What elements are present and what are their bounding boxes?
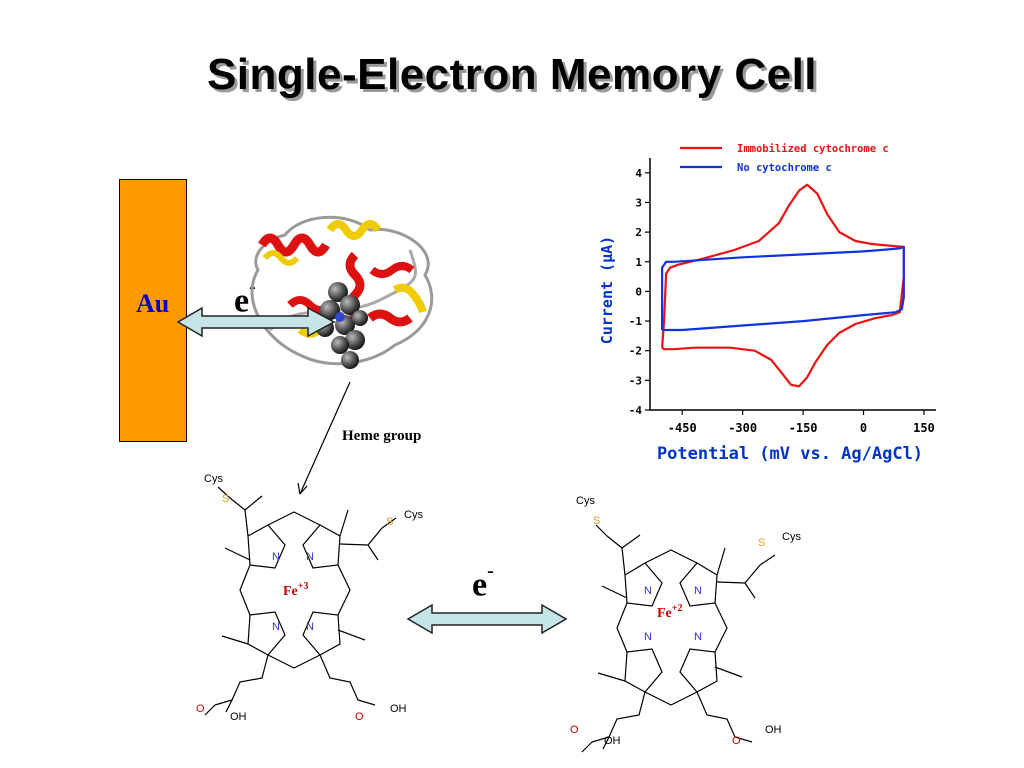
series-line-no-cytochrome — [661, 245, 905, 332]
oxygen-label: O — [355, 711, 364, 723]
cys-label-left-1: Cys — [204, 473, 223, 485]
hydroxyl-label: OH — [230, 711, 247, 723]
heme-group-label: Heme group — [342, 428, 422, 444]
nitrogen-label: N — [644, 585, 652, 597]
sulfur-label: S — [222, 493, 229, 505]
nitrogen-label: N — [272, 551, 280, 563]
electron-symbol: e — [234, 282, 250, 320]
hydroxyl-label: OH — [765, 724, 782, 736]
iron-symbol: Fe — [283, 584, 298, 599]
cys-label-right-1: Cys — [576, 495, 595, 507]
y-axis-label: Current (μA) — [598, 236, 616, 344]
electron-label-bottom: e- — [472, 560, 494, 604]
nitrogen-label: N — [694, 631, 702, 643]
x-tick-label: 150 — [913, 421, 935, 435]
y-tick-label: 3 — [635, 196, 642, 209]
y-tick-label: -3 — [629, 374, 642, 387]
cys-label-right-2: Cys — [782, 531, 801, 543]
electron-charge: - — [487, 560, 494, 582]
electron-transfer-arrow-bottom — [406, 603, 568, 635]
iron-label-fe3: Fe+3 — [283, 581, 308, 599]
y-tick-label: 2 — [635, 226, 642, 239]
iron-label-fe2: Fe+2 — [657, 603, 682, 621]
chart-background — [594, 138, 946, 468]
sulfur-label: S — [758, 537, 765, 549]
legend-label: No cytochrome c — [737, 162, 832, 174]
iron-symbol: Fe — [657, 606, 672, 621]
nitrogen-label: N — [306, 551, 314, 563]
y-tick-label: 1 — [635, 256, 642, 269]
protein-structure — [250, 215, 434, 369]
y-tick-label: -1 — [629, 315, 643, 328]
hydroxyl-label: OH — [604, 735, 621, 747]
electron-transfer-arrow-top — [176, 306, 336, 338]
y-tick-label: -4 — [629, 404, 643, 417]
x-tick-label: 0 — [860, 421, 867, 435]
y-tick-label: 4 — [635, 167, 642, 180]
gold-electrode — [119, 179, 187, 442]
legend-label: Immobilized cytochrome c — [737, 143, 889, 155]
nitrogen-label: N — [644, 631, 652, 643]
oxygen-label: O — [732, 735, 741, 747]
slide-title: Single-Electron Memory Cell — [206, 50, 818, 99]
sulfur-label: S — [386, 516, 393, 528]
y-tick-label: -2 — [629, 345, 642, 358]
electron-symbol: e — [472, 566, 488, 604]
oxygen-label: O — [570, 724, 579, 736]
cys-label-left-2: Cys — [404, 509, 423, 521]
heme-pointer-line — [299, 381, 351, 495]
nitrogen-label: N — [272, 621, 280, 633]
y-tick-label: 0 — [635, 285, 642, 298]
oxygen-label: O — [196, 703, 205, 715]
x-tick-label: -300 — [728, 421, 757, 435]
iron-charge: +2 — [672, 603, 683, 614]
x-tick-label: -150 — [789, 421, 818, 435]
x-axis-label: Potential (mV vs. Ag/AgCl) — [657, 444, 923, 464]
sulfur-label: S — [593, 515, 600, 527]
iron-charge: +3 — [298, 581, 309, 592]
au-label: Au — [136, 289, 170, 318]
nitrogen-label: N — [306, 621, 314, 633]
x-tick-label: -450 — [668, 421, 697, 435]
nitrogen-label: N — [694, 585, 702, 597]
hydroxyl-label: OH — [390, 703, 407, 715]
